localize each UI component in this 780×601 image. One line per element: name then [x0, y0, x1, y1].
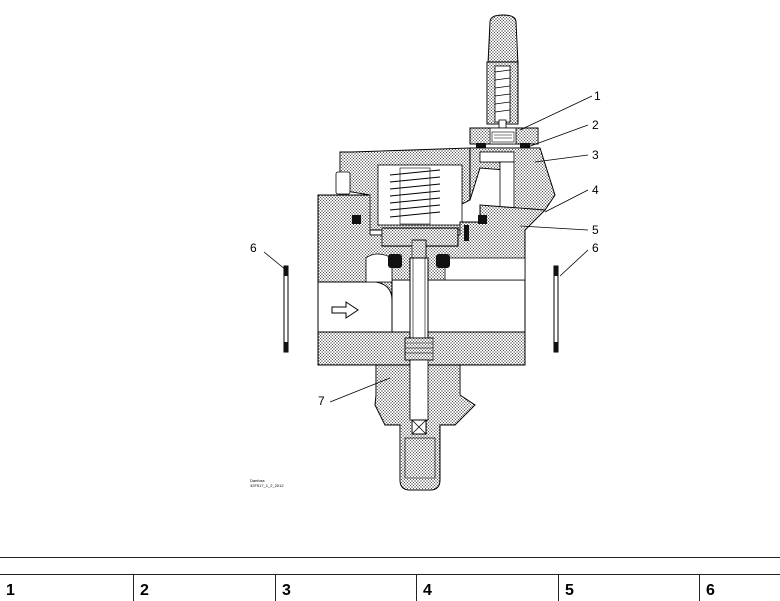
- table-header-cell: 6: [699, 575, 780, 601]
- table-header-border: [0, 574, 780, 575]
- table-header-cell: 4: [416, 575, 558, 601]
- table-header-cell: 2: [133, 575, 275, 601]
- column-label: 4: [423, 582, 432, 599]
- valve-bonnet: [339, 147, 556, 231]
- callout-6-right: 6: [592, 241, 599, 255]
- valve-cross-section-diagram: 1 2 3 4 5 6 6 7 Danfoss 32F517_1_2_2012: [250, 14, 601, 491]
- gasket-left: [283, 265, 289, 353]
- callout-4: 4: [592, 183, 599, 197]
- gasket-right: [553, 265, 559, 353]
- callout-6-left: 6: [250, 241, 257, 255]
- table-header-cell: 1: [0, 575, 133, 601]
- column-label: 2: [140, 582, 149, 599]
- parts-table-header: 1 2 3 4 5 6: [0, 575, 780, 601]
- callout-leaders: [263, 95, 593, 403]
- callout-1: 1: [594, 89, 601, 103]
- callout-5: 5: [592, 223, 599, 237]
- column-label: 5: [565, 582, 574, 599]
- callout-2: 2: [592, 118, 599, 132]
- lower-connection: [374, 337, 476, 491]
- table-header-cell: 3: [275, 575, 416, 601]
- callout-7: 7: [318, 394, 325, 408]
- column-label: 6: [706, 582, 715, 599]
- handle-assembly: [469, 14, 539, 148]
- source-label: Danfoss: [250, 478, 265, 483]
- callout-3: 3: [592, 148, 599, 162]
- column-label: 1: [6, 582, 15, 599]
- valve-body: [317, 171, 547, 366]
- column-label: 3: [282, 582, 291, 599]
- table-header-cell: 5: [558, 575, 699, 601]
- section-divider-top: [0, 557, 780, 558]
- source-code: 32F517_1_2_2012: [250, 483, 284, 488]
